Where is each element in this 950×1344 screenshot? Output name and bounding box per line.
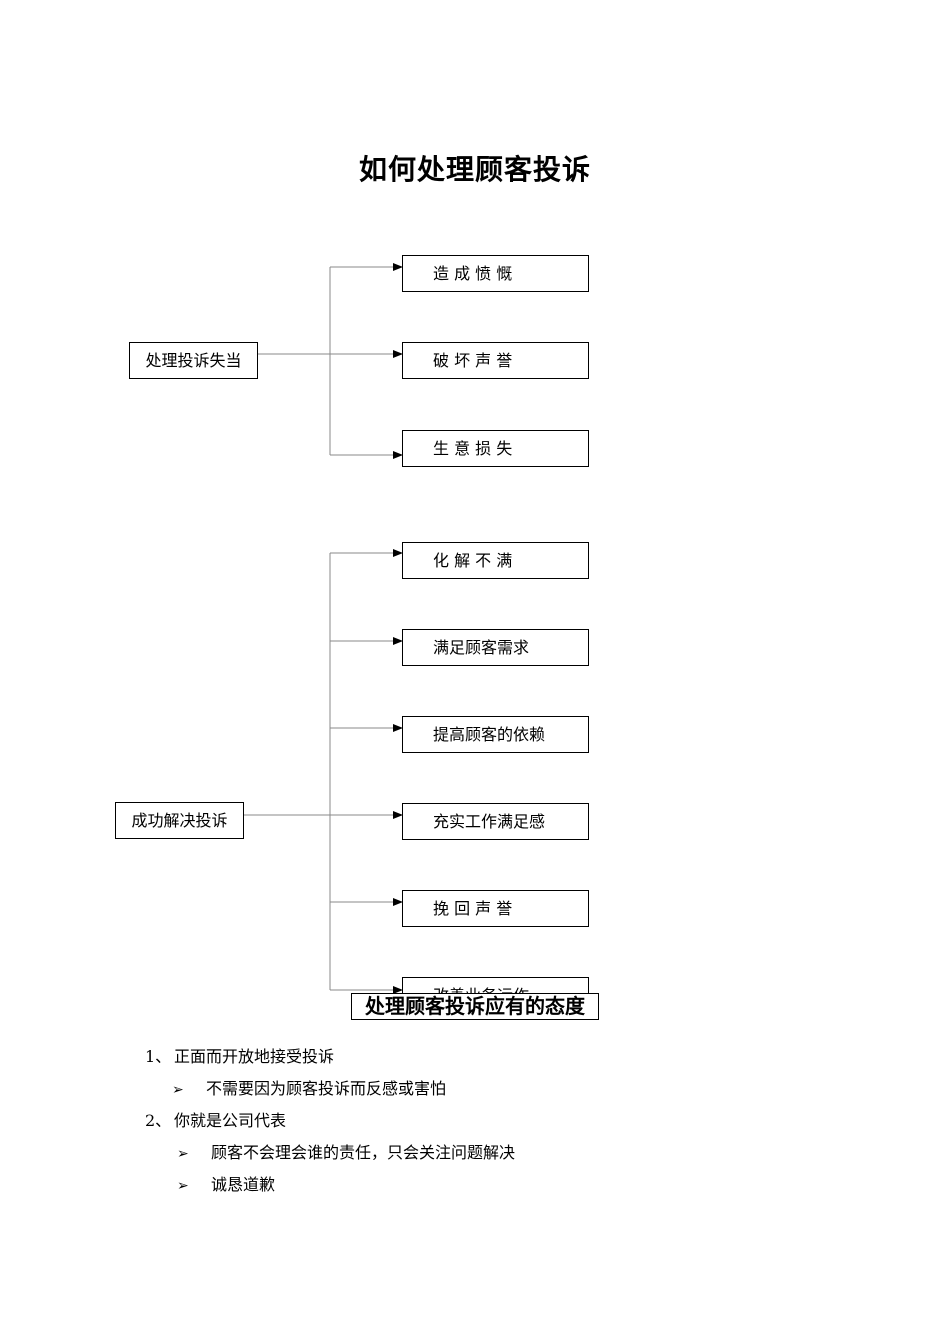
target-box: 充实工作满足感 xyxy=(402,803,589,840)
target-label: 提高顾客的依赖 xyxy=(433,724,546,744)
target-box: 提高顾客的依赖 xyxy=(402,716,589,753)
sub-item-text: 诚恳道歉 xyxy=(211,1175,276,1194)
page-title: 如何处理顾客投诉 xyxy=(358,153,591,186)
source-label: 成功解决投诉 xyxy=(131,810,228,830)
target-box: 满足顾客需求 xyxy=(402,629,589,666)
target-label: 充实工作满足感 xyxy=(433,811,546,831)
target-box: 化 解 不 满 xyxy=(402,542,589,579)
target-label: 化 解 不 满 xyxy=(433,550,513,570)
source-box-mishandled: 处理投诉失当 xyxy=(129,342,258,379)
target-box: 破 坏 声 誉 xyxy=(402,342,589,379)
source-label: 处理投诉失当 xyxy=(145,350,242,370)
target-box: 造 成 愤 慨 xyxy=(402,255,589,292)
list-item: 2、 你就是公司代表 xyxy=(145,1111,286,1131)
arrow-bullet-icon: ➢ xyxy=(172,1082,184,1098)
target-box: 生 意 损 失 xyxy=(402,430,589,467)
sub-item-text: 顾客不会理会谁的责任，只会关注问题解决 xyxy=(211,1143,516,1162)
target-label: 满足顾客需求 xyxy=(433,637,530,657)
source-box-resolved: 成功解决投诉 xyxy=(115,802,244,839)
target-label: 生 意 损 失 xyxy=(433,438,513,458)
target-label: 造 成 愤 慨 xyxy=(433,263,513,283)
list-text: 正面而开放地接受投诉 xyxy=(174,1047,335,1066)
section-title: 处理顾客投诉应有的态度 xyxy=(351,993,599,1020)
target-box: 挽 回 声 誉 xyxy=(402,890,589,927)
sub-item-text: 不需要因为顾客投诉而反感或害怕 xyxy=(206,1079,447,1098)
target-label: 挽 回 声 誉 xyxy=(433,898,513,918)
list-item: 1、 正面而开放地接受投诉 xyxy=(145,1047,334,1067)
target-label: 破 坏 声 誉 xyxy=(433,350,513,370)
list-number: 1、 xyxy=(145,1047,172,1066)
list-text: 你就是公司代表 xyxy=(174,1111,287,1130)
arrow-bullet-icon: ➢ xyxy=(177,1146,189,1162)
list-number: 2、 xyxy=(145,1111,172,1130)
arrow-bullet-icon: ➢ xyxy=(177,1178,189,1194)
